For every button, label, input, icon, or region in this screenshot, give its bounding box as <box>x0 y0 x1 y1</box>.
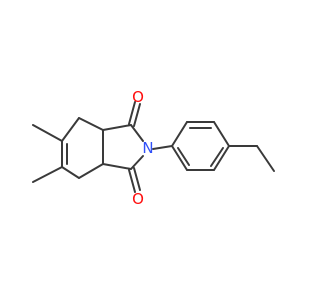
bond-c1-n <box>130 124 144 142</box>
bond-n-phenyl <box>152 145 173 150</box>
bond-c3-c3a <box>102 163 132 170</box>
bond-c7a-c7 <box>78 117 104 131</box>
bond-phenyl-1-inner <box>210 147 224 167</box>
bond-c4-c3a <box>78 163 104 179</box>
bond-c6-methyl <box>32 124 63 142</box>
bond-phenyl-3-inner <box>177 147 190 166</box>
bond-c1-c7a <box>102 124 132 131</box>
atom-label-layer: O O N <box>132 88 154 208</box>
bond-c3-n <box>130 155 144 170</box>
bond-c3-o2-a <box>128 169 136 193</box>
bond-c5-c4 <box>61 166 80 179</box>
bond-c7-c6 <box>61 117 80 142</box>
atom-o1-label: O <box>132 88 144 106</box>
bond-phenyl-6 <box>213 121 230 147</box>
atom-n-label: N <box>142 139 153 157</box>
bond-c5-methyl <box>32 166 63 183</box>
bond-c1-o1-b <box>133 103 141 127</box>
bond-phenyl-3 <box>171 145 188 171</box>
bond-phenyl-4 <box>171 121 188 147</box>
bond-c1-o1-a <box>128 101 136 125</box>
bond-phenyl-1 <box>213 145 230 171</box>
molecule-structure-diagram: O O N <box>32 88 275 208</box>
bond-ethyl-ch3-ch2 <box>256 145 275 172</box>
bond-c3-o2-b <box>133 167 141 191</box>
atom-o2-label: O <box>132 190 144 208</box>
bond-layer <box>32 101 275 193</box>
